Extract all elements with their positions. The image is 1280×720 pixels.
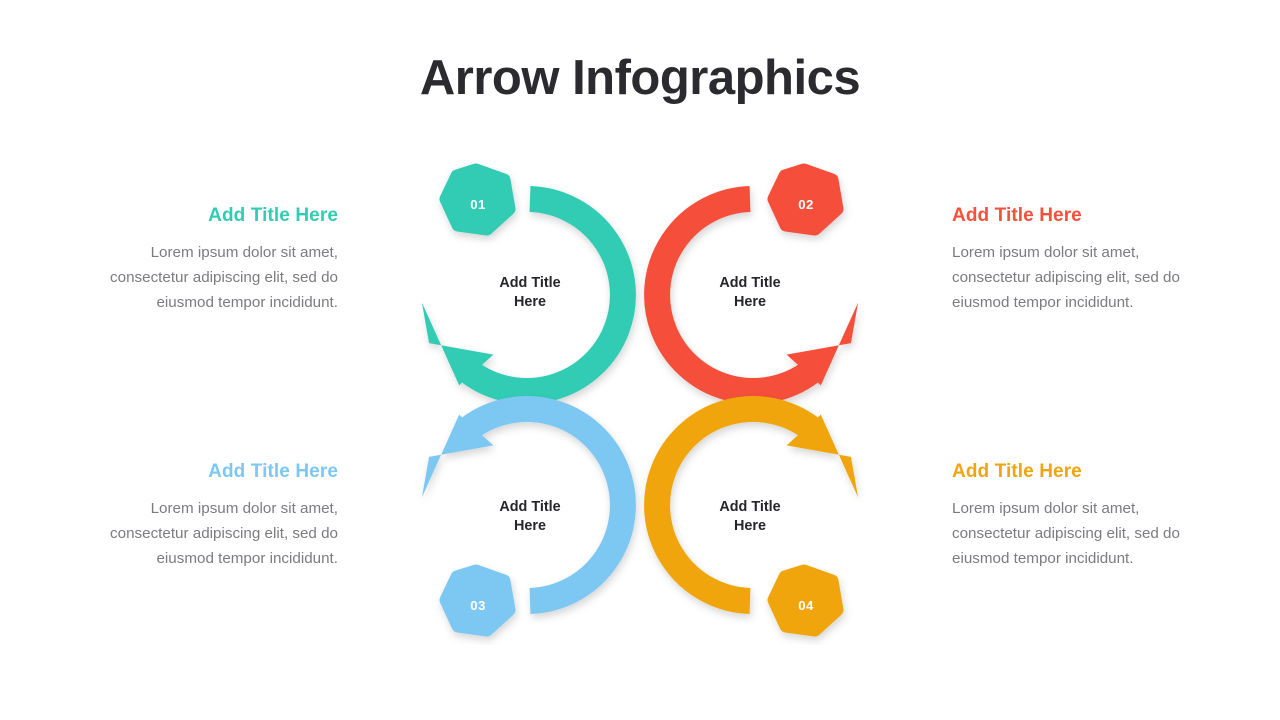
badge-01[interactable]: 01	[439, 163, 516, 236]
arc-path-02	[644, 186, 824, 404]
text-block-02-title: Add Title Here	[952, 205, 1082, 226]
arrow-head-04	[786, 414, 859, 498]
arc-path-03	[456, 396, 636, 614]
arc-path-04	[644, 396, 824, 614]
text-block-02: Add Title Here Lorem ipsum dolor sit ame…	[952, 205, 1220, 315]
text-block-01-body: Lorem ipsum dolor sit amet, consectetur …	[110, 243, 338, 311]
page-title: Arrow Infographics	[419, 51, 861, 105]
text-block-03-title: Add Title Here	[208, 461, 338, 482]
arrow-head-02	[786, 302, 859, 386]
badge-03[interactable]: 03	[439, 564, 516, 637]
text-block-01-title: Add Title Here	[208, 205, 338, 226]
text-block-04-body: Lorem ipsum dolor sit amet, consectetur …	[952, 499, 1180, 567]
badge-04[interactable]: 04	[767, 564, 844, 637]
arrow-head-03	[421, 414, 494, 498]
text-block-03: Add Title Here Lorem ipsum dolor sit ame…	[70, 461, 338, 571]
text-block-04: Add Title Here Lorem ipsum dolor sit ame…	[952, 461, 1220, 571]
arrow-circle-01[interactable]	[416, 186, 636, 404]
badge-heptagon-01	[439, 163, 516, 236]
badge-02[interactable]: 02	[767, 163, 844, 236]
badge-number-04: 04	[798, 598, 814, 613]
badge-heptagon-03	[439, 564, 516, 637]
arrow-diagram: 01 02 03	[390, 155, 890, 645]
text-block-03-body: Lorem ipsum dolor sit amet, consectetur …	[110, 499, 338, 567]
badge-number-03: 03	[470, 598, 485, 613]
text-block-01: Add Title Here Lorem ipsum dolor sit ame…	[70, 205, 338, 315]
text-block-04-title: Add Title Here	[952, 461, 1082, 482]
arrow-circle-02[interactable]	[644, 186, 864, 404]
badge-number-01: 01	[470, 197, 485, 212]
arrow-circle-03[interactable]	[416, 396, 636, 614]
arrow-circle-04[interactable]	[644, 396, 864, 614]
arc-path-01	[456, 186, 636, 404]
badge-number-02: 02	[798, 197, 813, 212]
badge-heptagon-02	[767, 163, 844, 236]
badge-heptagon-04	[767, 564, 844, 637]
text-block-02-body: Lorem ipsum dolor sit amet, consectetur …	[952, 243, 1180, 311]
arrow-head-01	[421, 302, 494, 386]
